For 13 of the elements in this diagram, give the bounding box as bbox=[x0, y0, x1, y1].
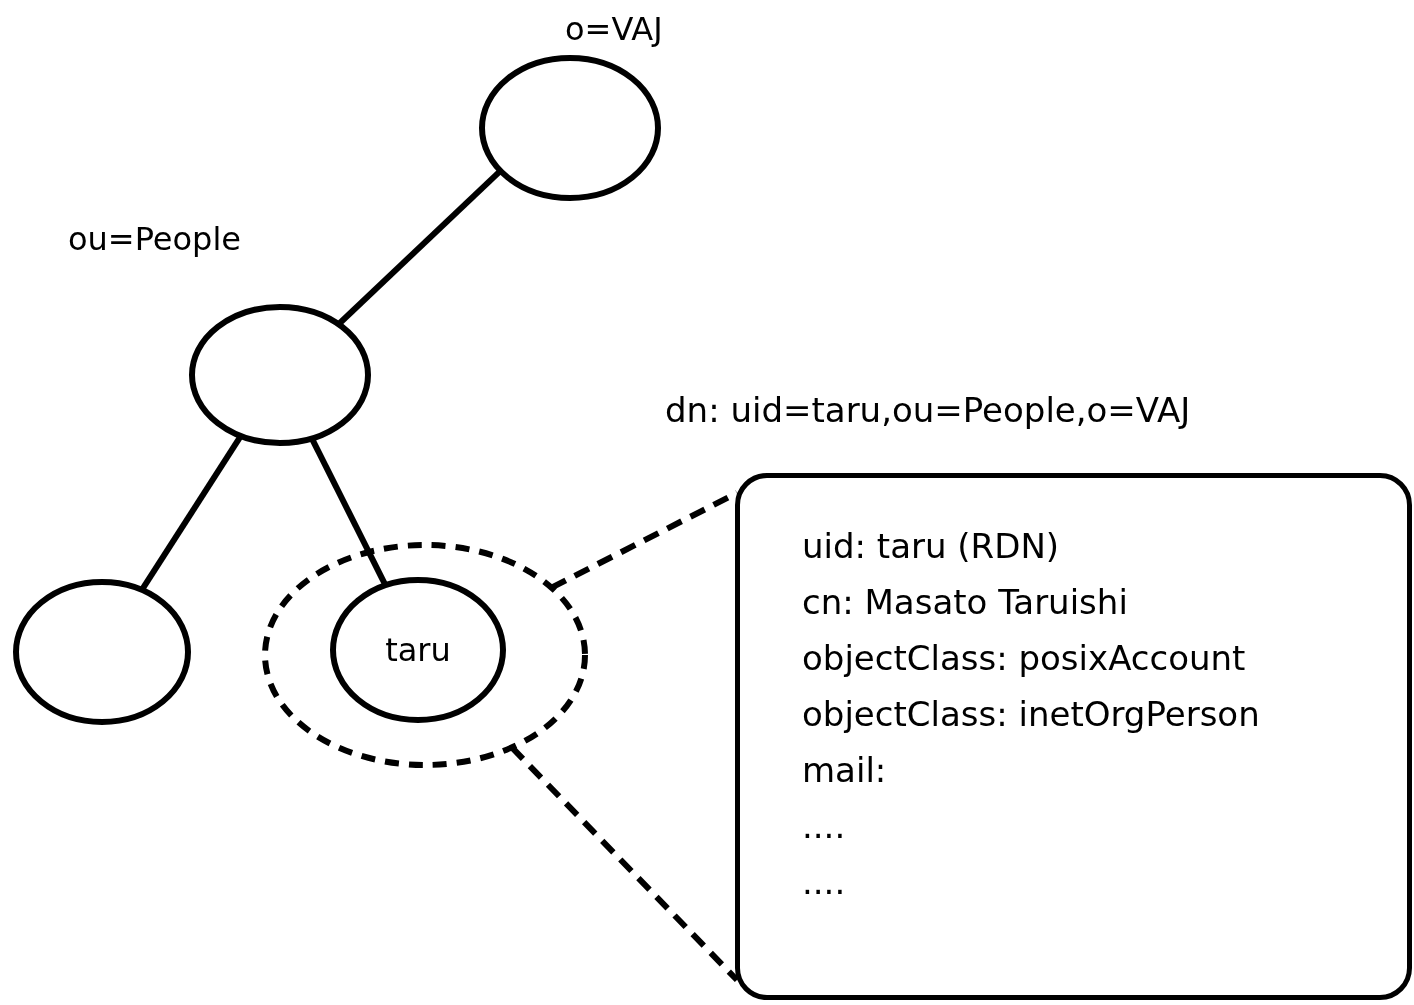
attribute-text: mail: bbox=[802, 750, 888, 791]
attribute-text: objectClass: inetOrgPerson bbox=[802, 694, 1261, 735]
attribute-text: .... bbox=[802, 862, 847, 903]
node-label: taru bbox=[385, 630, 451, 670]
attribute-text: objectClass: posixAccount bbox=[802, 638, 1247, 679]
dashed-connector bbox=[550, 490, 739, 591]
dn-label: dn: uid=taru,ou=People,o=VAJ bbox=[665, 390, 1191, 431]
node-label: ou=People bbox=[68, 220, 241, 259]
attribute-text: uid: taru (RDN) bbox=[802, 526, 1061, 567]
tree-line bbox=[336, 168, 503, 327]
node-label: o=VAJ bbox=[565, 10, 663, 49]
attribute-text: cn: Masato Taruishi bbox=[802, 582, 1129, 623]
attribute-text: .... bbox=[802, 806, 847, 847]
